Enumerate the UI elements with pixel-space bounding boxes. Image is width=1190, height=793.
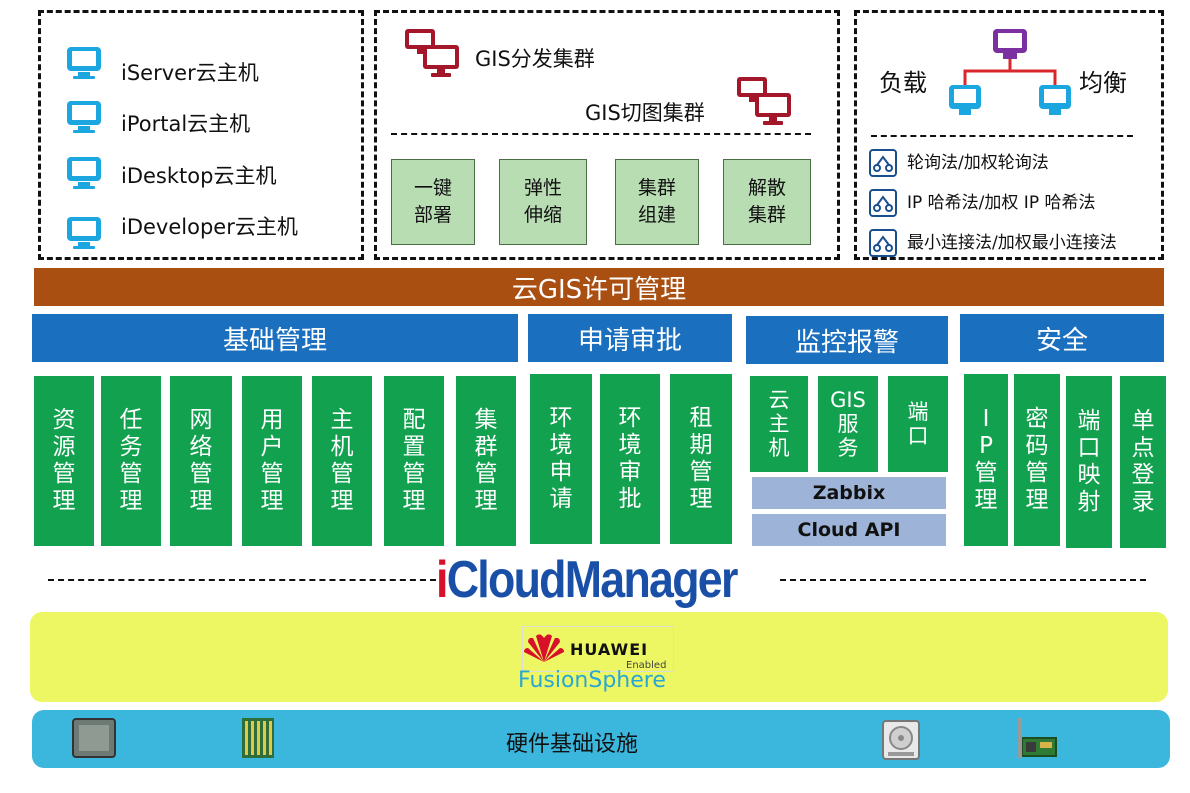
module-config[interactable]: 配 置 管 理 (384, 376, 444, 546)
hardware-label: 硬件基础设施 (506, 732, 639, 757)
tool-zabbix[interactable]: Zabbix (752, 477, 946, 509)
module-sso[interactable]: 单 点 登 录 (1120, 376, 1166, 548)
load-balance-right-label: 均衡 (1079, 69, 1127, 97)
hardware-layer: 硬件基础设施 (32, 710, 1170, 768)
server-cluster-icon (405, 29, 459, 77)
function-build-cluster[interactable]: 集群 组建 (615, 159, 699, 245)
vendor-name: HUAWEI (570, 640, 649, 659)
category-security[interactable]: 安全 (960, 314, 1164, 362)
monitor-icon (67, 101, 101, 133)
module-env-apply[interactable]: 环 境 申 请 (530, 374, 592, 544)
module-port[interactable]: 端 口 (888, 376, 948, 472)
module-task[interactable]: 任 务 管 理 (101, 376, 161, 546)
hard-disk-icon (882, 720, 920, 760)
brand-first-letter: i (436, 551, 448, 609)
module-cloud-host[interactable]: 云 主 机 (750, 376, 808, 472)
monitor-icon (67, 157, 101, 189)
tiling-cluster-title: GIS切图集群 (585, 101, 705, 125)
tool-cloud-api[interactable]: Cloud API (752, 514, 946, 546)
module-lease[interactable]: 租 期 管 理 (670, 374, 732, 544)
product-name: FusionSphere (518, 668, 666, 693)
load-balance-left-label: 负载 (879, 69, 927, 97)
divider (48, 579, 436, 581)
flowchart-icon (869, 229, 897, 257)
monitor-icon (67, 217, 101, 249)
module-password[interactable]: 密 码 管 理 (1014, 374, 1060, 546)
module-resource[interactable]: 资 源 管 理 (34, 376, 94, 546)
category-basic[interactable]: 基础管理 (32, 314, 518, 362)
brand-rest: CloudManager (446, 551, 739, 609)
monitor-icon (67, 47, 101, 79)
module-user[interactable]: 用 户 管 理 (242, 376, 302, 546)
license-bar-label: 云GIS许可管理 (511, 274, 687, 305)
network-card-icon (1018, 718, 1057, 758)
load-balance-panel: 负载 均衡 轮询法/加权轮询法 IP 哈希法/加权 IP 哈希法 最小连接法/加… (854, 10, 1164, 260)
function-deploy[interactable]: 一键 部署 (391, 159, 475, 245)
flowchart-icon (869, 189, 897, 217)
module-network[interactable]: 网 络 管 理 (170, 376, 232, 546)
function-dissolve-cluster[interactable]: 解散 集群 (723, 159, 811, 245)
category-approval[interactable]: 申请审批 (528, 314, 732, 362)
huawei-logo-icon (524, 634, 564, 662)
enabled-label: Enabled (626, 660, 667, 671)
memory-icon (242, 718, 274, 758)
algorithm-label: IP 哈希法/加权 IP 哈希法 (907, 193, 1096, 213)
license-bar[interactable]: 云GIS许可管理 (34, 268, 1164, 306)
module-port-mapping[interactable]: 端 口 映 射 (1066, 376, 1112, 548)
divider (391, 133, 811, 135)
module-cluster[interactable]: 集 群 管 理 (456, 376, 516, 546)
dispatch-cluster-title: GIS分发集群 (475, 47, 595, 71)
server-cluster-icon (737, 77, 791, 125)
vm-host-label: iDeveloper云主机 (121, 215, 298, 239)
virtualization-layer: HUAWEI Enabled FusionSphere (30, 612, 1168, 702)
category-monitor[interactable]: 监控报警 (746, 316, 948, 364)
vm-host-panel: iServer云主机 iPortal云主机 iDesktop云主机 iDevel… (38, 10, 364, 260)
vm-host-label: iPortal云主机 (121, 112, 251, 136)
function-scale[interactable]: 弹性 伸缩 (499, 159, 587, 245)
module-host[interactable]: 主 机 管 理 (312, 376, 372, 546)
algorithm-label: 轮询法/加权轮询法 (907, 153, 1049, 173)
divider (780, 579, 1146, 581)
vm-host-label: iServer云主机 (121, 61, 259, 85)
gis-cluster-panel: GIS分发集群 GIS切图集群 一键 部署 弹性 伸缩 集群 组建 解散 集群 (374, 10, 840, 260)
network-tree-icon (949, 29, 1071, 115)
huawei-logo-frame (522, 626, 674, 672)
divider (871, 135, 1133, 137)
algorithm-label: 最小连接法/加权最小连接法 (907, 233, 1117, 253)
flowchart-icon (869, 149, 897, 177)
algorithm-item: IP 哈希法/加权 IP 哈希法 (869, 189, 1095, 217)
module-ip[interactable]: I P 管 理 (964, 374, 1008, 546)
module-gis-service[interactable]: GIS 服 务 (818, 376, 878, 472)
algorithm-item: 最小连接法/加权最小连接法 (869, 229, 1117, 257)
vm-host-label: iDesktop云主机 (121, 164, 277, 188)
cpu-icon (72, 718, 116, 758)
brand-title: iCloudManager (436, 550, 739, 610)
module-env-approve[interactable]: 环 境 审 批 (600, 374, 660, 544)
algorithm-item: 轮询法/加权轮询法 (869, 149, 1049, 177)
